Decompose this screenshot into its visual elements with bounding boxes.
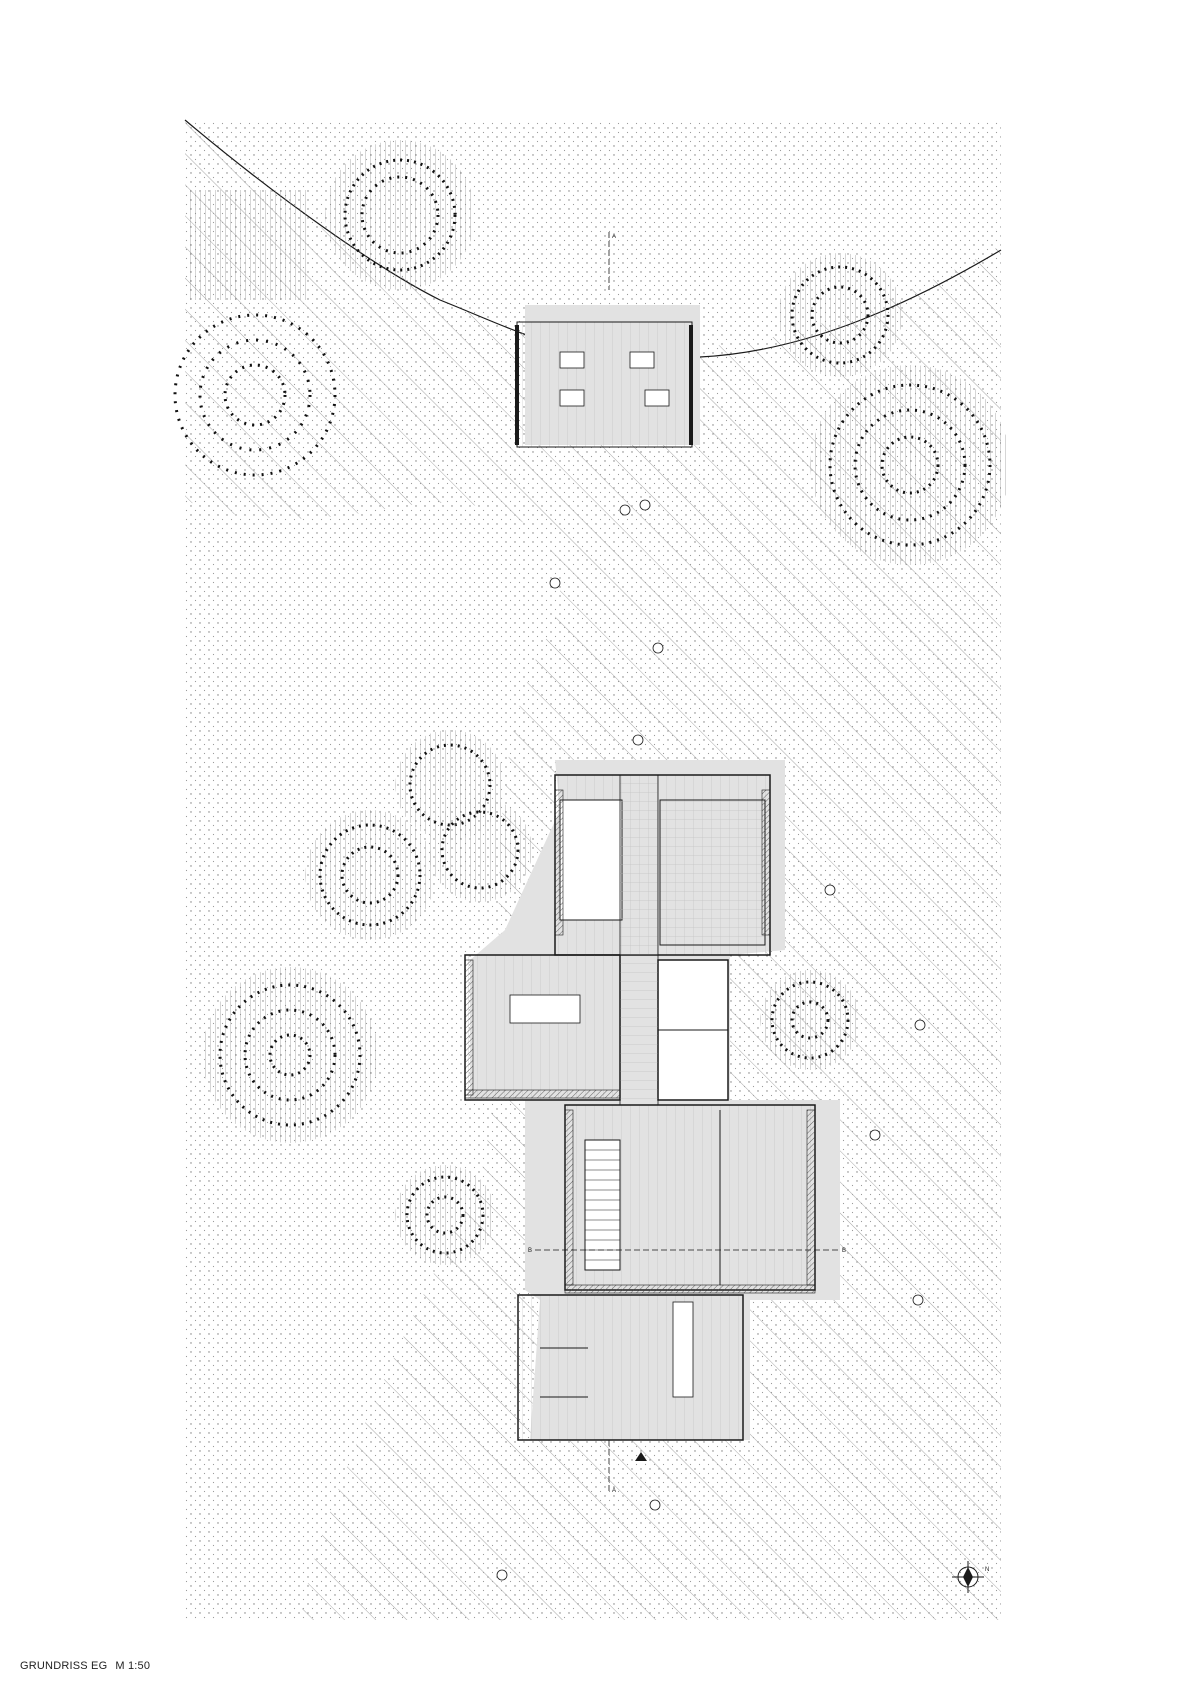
tree-canopy-icon (428, 798, 532, 902)
drawing-scale: M 1:50 (115, 1660, 151, 1672)
section-b-label-left: B (528, 1248, 532, 1254)
drawing-title: GRUNDRISS EG (20, 1660, 108, 1672)
person-figure-icon (619, 499, 651, 516)
tree-canopy-icon (810, 365, 1010, 565)
meeting-table (509, 994, 581, 1024)
drawing-caption: GRUNDRISS EG M 1:50 (20, 1660, 150, 1672)
person-figure-icon (496, 1569, 508, 1581)
person-figure-icon (652, 642, 664, 654)
north-label: N (985, 1567, 989, 1573)
section-a-label-top: A (612, 234, 616, 240)
pavilion-columns (515, 325, 693, 445)
insulated-walls (464, 789, 816, 1294)
person-figure-icon (824, 884, 836, 896)
section-axis-b: B B (528, 1248, 846, 1254)
compass-north-arrow-icon: N (952, 1561, 989, 1593)
section-b-label-right: B (842, 1248, 846, 1254)
person-figure-icon (549, 577, 561, 589)
pavilion-tables (559, 351, 670, 407)
pavilion-north: A (515, 232, 700, 448)
person-figure-icon (869, 1129, 881, 1141)
tree-canopy-icon (305, 810, 435, 940)
person-figure-icon (632, 734, 644, 746)
tree-canopy-icon (325, 140, 475, 290)
counter (672, 1301, 694, 1398)
section-a-label-bottom: A (612, 1488, 616, 1494)
trees (173, 140, 1010, 1265)
main-building (464, 774, 816, 1441)
section-axis-a-bottom: A (608, 1440, 647, 1494)
person-figure-icon (912, 1294, 924, 1306)
entrance-triangle-icon (635, 1452, 647, 1461)
tree-canopy-icon (202, 967, 378, 1143)
tree-canopy-icon (778, 253, 902, 377)
person-figure-icon (914, 1019, 926, 1031)
person-figure-icon (649, 1499, 661, 1511)
tree-canopy-icon (395, 1165, 495, 1265)
tree-canopy-icon (760, 970, 860, 1070)
people (496, 499, 926, 1581)
tree-canopy-icon (173, 190, 337, 477)
stairs (584, 1139, 621, 1271)
